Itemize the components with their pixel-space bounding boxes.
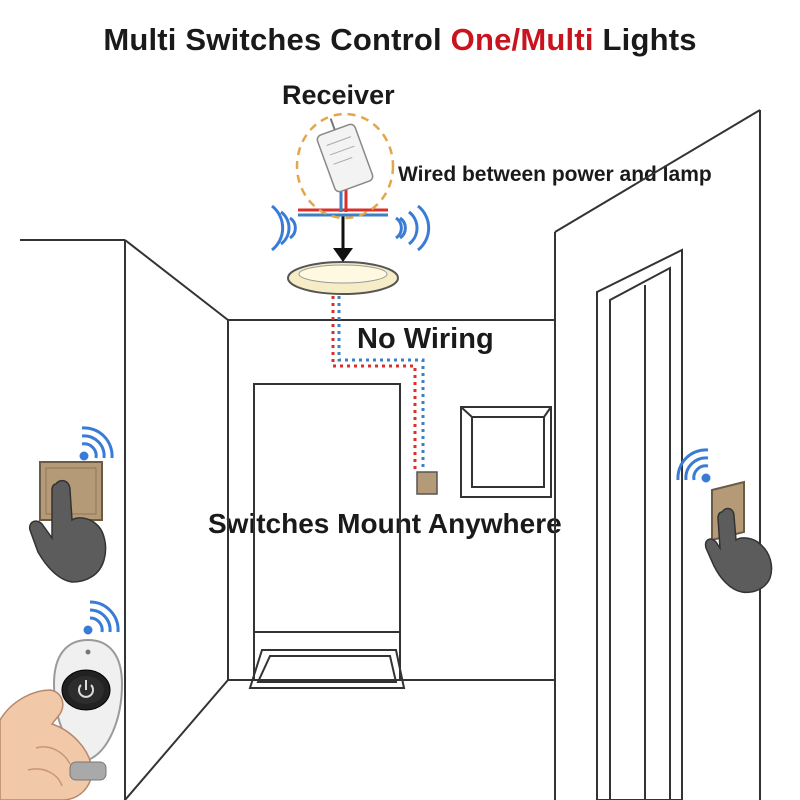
receiver-signal-left-icon bbox=[271, 204, 297, 252]
left-wall bbox=[20, 239, 229, 800]
title-suffix: Lights bbox=[602, 22, 697, 57]
switches-mount-label: Switches Mount Anywhere bbox=[208, 508, 562, 539]
remote-control bbox=[52, 638, 124, 762]
wall-panel bbox=[460, 406, 552, 498]
power-icon bbox=[78, 680, 94, 698]
no-wiring-path bbox=[331, 296, 425, 470]
receiver-module bbox=[295, 112, 395, 220]
right-wall bbox=[554, 109, 761, 800]
receiver-signal-right-icon bbox=[395, 204, 431, 252]
right-door bbox=[596, 248, 683, 800]
doormat bbox=[248, 649, 406, 689]
back-wall bbox=[228, 319, 556, 681]
receiver-label: Receiver bbox=[282, 80, 395, 110]
left-switch-signal-icon bbox=[79, 426, 114, 461]
receiver-arrow bbox=[333, 216, 353, 262]
left-hand-icon bbox=[28, 479, 107, 583]
no-wiring-label: No Wiring bbox=[357, 323, 494, 355]
title-highlight: One/Multi bbox=[450, 22, 594, 57]
holding-hand-icon bbox=[0, 689, 107, 800]
ceiling-lamp bbox=[287, 261, 399, 295]
title-prefix: Multi Switches Control bbox=[103, 22, 442, 57]
right-hand-icon bbox=[704, 507, 773, 594]
page-title: Multi Switches Control One/Multi Lights bbox=[0, 22, 800, 58]
wired-label: Wired between power and lamp bbox=[398, 163, 712, 186]
right-switch-signal-icon bbox=[676, 448, 711, 483]
back-door bbox=[253, 383, 401, 680]
remote-signal-icon bbox=[83, 600, 120, 635]
center-wall-switch bbox=[416, 471, 438, 495]
